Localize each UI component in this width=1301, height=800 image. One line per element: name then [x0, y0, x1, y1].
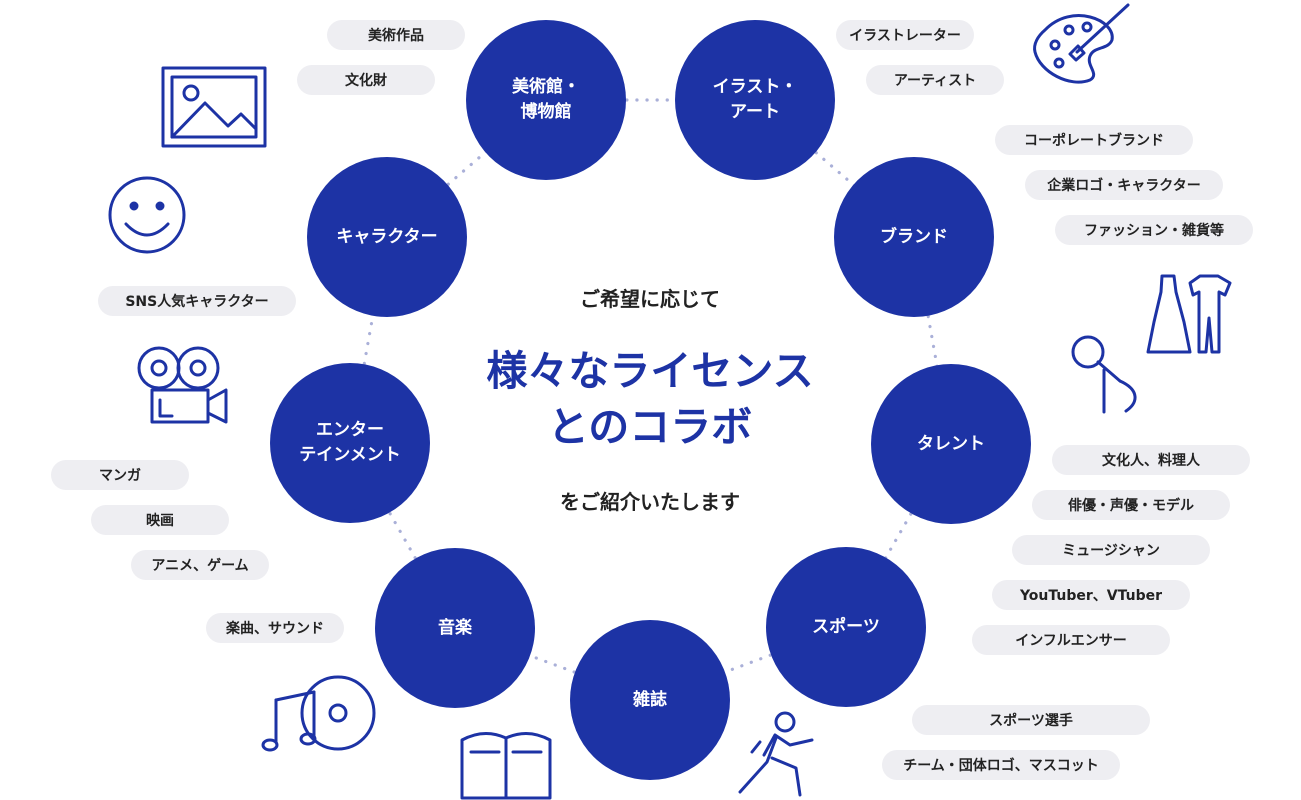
category-node-brand: ブランド	[834, 157, 994, 317]
tag-pill-brand: 企業ロゴ・キャラクター	[1025, 170, 1223, 200]
category-label: ブランド	[880, 226, 948, 247]
center-subtitle: ご希望に応じて	[580, 287, 720, 311]
category-label: スポーツ	[812, 616, 880, 637]
tag-pill-talent: 文化人、料理人	[1052, 445, 1250, 475]
tag-pill-entertain: 映画	[91, 505, 229, 535]
tag-pill-music: 楽曲、サウンド	[206, 613, 344, 643]
music-cd-icon	[261, 675, 376, 752]
clothing-icon	[1146, 274, 1232, 354]
tag-pill-entertain: マンガ	[51, 460, 189, 490]
tag-pill-art: アーティスト	[866, 65, 1004, 95]
tag-pill-talent: ミュージシャン	[1012, 535, 1210, 565]
tag-pill-brand: コーポレートブランド	[995, 125, 1193, 155]
center-title: 様々なライセンス とのコラボ	[486, 347, 814, 451]
tag-pill-brand: ファッション・雑貨等	[1055, 215, 1253, 245]
category-label: タレント	[917, 433, 985, 454]
center-footer: をご紹介いたします	[560, 490, 740, 514]
smiley-icon	[108, 176, 186, 254]
tag-pill-talent: YouTuber、VTuber	[992, 580, 1190, 610]
tag-pill-talent: 俳優・声優・モデル	[1032, 490, 1230, 520]
category-node-sports: スポーツ	[766, 547, 926, 707]
category-node-entertain: エンター テインメント	[270, 363, 430, 523]
category-node-art: イラスト・ アート	[675, 20, 835, 180]
category-node-museum: 美術館・ 博物館	[466, 20, 626, 180]
microphone-icon	[1071, 335, 1137, 414]
category-label: 雑誌	[633, 689, 667, 710]
tag-pill-sports: スポーツ選手	[912, 705, 1150, 735]
category-node-magazine: 雑誌	[570, 620, 730, 780]
tag-pill-art: イラストレーター	[836, 20, 974, 50]
tag-pill-talent: インフルエンサー	[972, 625, 1170, 655]
tag-pill-character: SNS人気キャラクター	[98, 286, 296, 316]
category-label: 美術館・ 博物館	[512, 77, 580, 122]
picture-frame-icon	[161, 66, 267, 148]
tag-pill-museum: 美術作品	[327, 20, 465, 50]
book-icon	[460, 732, 552, 800]
category-label: エンター テインメント	[299, 420, 401, 465]
category-label: 音楽	[438, 617, 472, 638]
category-node-talent: タレント	[871, 364, 1031, 524]
category-node-music: 音楽	[375, 548, 535, 708]
category-node-character: キャラクター	[307, 157, 467, 317]
tag-pill-entertain: アニメ、ゲーム	[131, 550, 269, 580]
video-camera-icon	[137, 346, 228, 424]
category-label: キャラクター	[336, 226, 438, 247]
category-label: イラスト・ アート	[712, 77, 798, 122]
tag-pill-museum: 文化財	[297, 65, 435, 95]
runner-icon	[738, 711, 814, 797]
palette-icon	[1033, 3, 1130, 84]
tag-pill-sports: チーム・団体ロゴ、マスコット	[882, 750, 1120, 780]
